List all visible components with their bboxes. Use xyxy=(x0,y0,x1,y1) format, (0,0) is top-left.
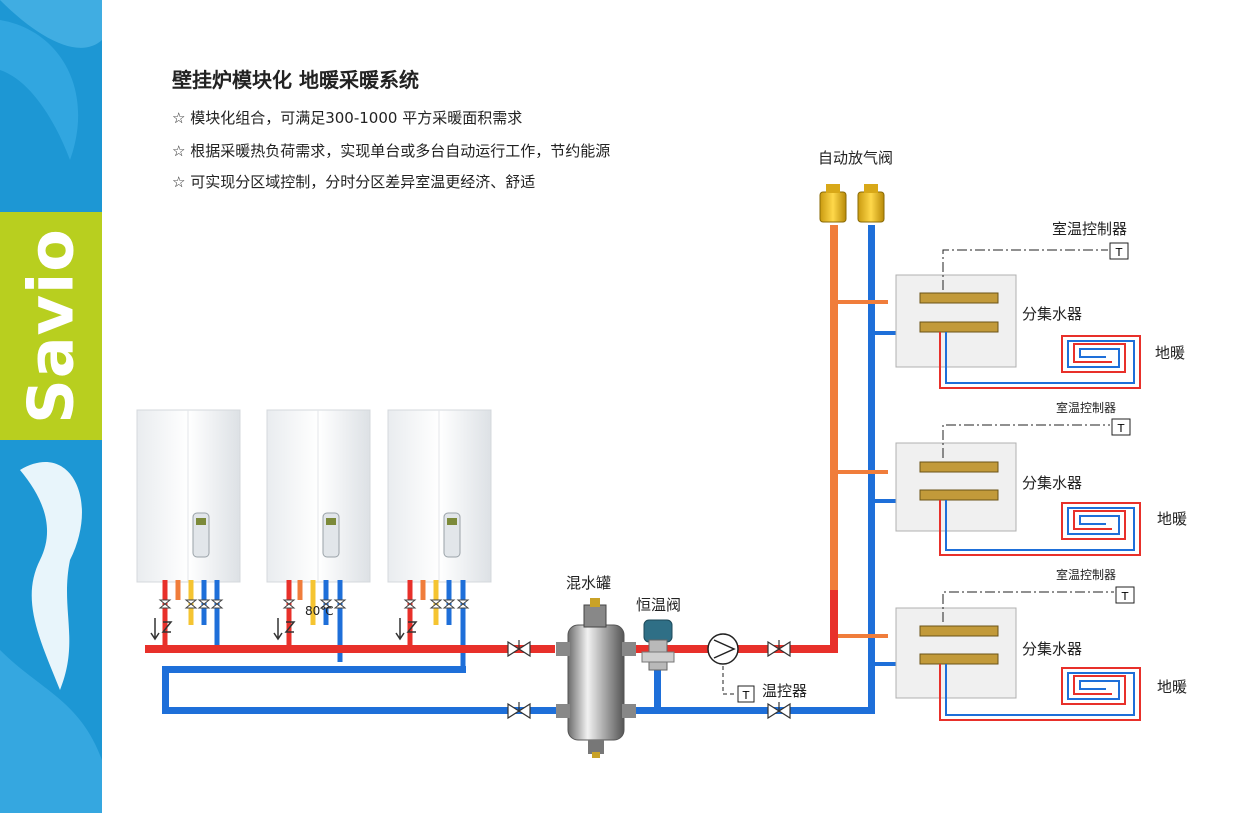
zone-1: T xyxy=(838,242,1141,389)
zone-3-room-controller-label: 室温控制器 xyxy=(1056,568,1117,582)
boiler-3 xyxy=(387,409,492,583)
brand-sidebar: Savio xyxy=(0,0,102,813)
boiler-connections xyxy=(162,580,466,670)
zone-1-room-controller-label: 室温控制器 xyxy=(1052,220,1128,238)
boiler-stub-valves xyxy=(158,599,470,609)
svg-text:T: T xyxy=(1117,422,1125,435)
auto-air-vents xyxy=(819,184,885,223)
thermostatic-valve-label: 恒温阀 xyxy=(636,596,682,614)
zone-1-floor-heating-label: 地暖 xyxy=(1155,344,1186,362)
mixing-tank xyxy=(556,598,636,758)
circulation-pump: T xyxy=(707,633,755,703)
heating-system-diagram: T T T xyxy=(136,184,1141,758)
zone-2-room-controller-label: 室温控制器 xyxy=(1056,401,1117,415)
sidebar-decoration xyxy=(0,0,102,813)
brand-band xyxy=(0,212,102,440)
bullet-1: ☆ 模块化组合，可满足300-1000 平方采暖面积需求 xyxy=(172,109,523,127)
bullet-2: ☆ 根据采暖热负荷需求，实现单台或多台自动运行工作，节约能源 xyxy=(172,142,611,160)
bullet-3: ☆ 可实现分区域控制，分时分区差异室温更经济、舒适 xyxy=(172,173,536,191)
mixing-tank-label: 混水罐 xyxy=(566,574,612,592)
zone-3: T xyxy=(838,586,1141,721)
drain-symbols xyxy=(150,618,418,641)
thermo-controller-label: 温控器 xyxy=(762,682,808,700)
zone-1-manifold-label: 分集水器 xyxy=(1022,305,1083,323)
return-pipe xyxy=(162,225,875,714)
zone-3-floor-heating-label: 地暖 xyxy=(1157,678,1188,696)
air-vent-label: 自动放气阀 xyxy=(818,149,894,167)
zone-2: T xyxy=(838,418,1141,556)
boiler-temp-label: 80℃ xyxy=(305,604,334,618)
zone-2-manifold-label: 分集水器 xyxy=(1022,474,1083,492)
svg-text:T: T xyxy=(1121,590,1129,603)
boiler-1 xyxy=(136,409,241,583)
page-title: 壁挂炉模块化 地暖采暖系统 xyxy=(172,68,419,92)
svg-text:T: T xyxy=(742,689,750,702)
zone-2-floor-heating-label: 地暖 xyxy=(1157,510,1188,528)
boiler-2 xyxy=(266,409,371,583)
zone-3-manifold-label: 分集水器 xyxy=(1022,640,1083,658)
svg-text:T: T xyxy=(1115,246,1123,259)
ball-valves xyxy=(507,640,791,720)
brand-logo-text: Savio xyxy=(14,228,88,424)
thermostatic-valve xyxy=(641,619,675,671)
